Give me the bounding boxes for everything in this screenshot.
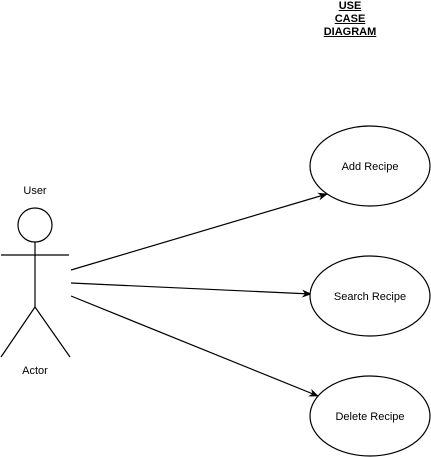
diagram-title: USE CASE DIAGRAM <box>300 0 400 39</box>
actor-figure[interactable]: User Actor <box>0 185 71 377</box>
use-case-delete-recipe[interactable]: Delete Recipe <box>309 375 431 457</box>
use-case-ellipse <box>309 125 431 207</box>
actor-head <box>17 207 53 243</box>
actor-name-label: User <box>23 185 47 197</box>
use-case-search-recipe[interactable]: Search Recipe <box>309 255 431 337</box>
actor-left-leg <box>0 306 36 358</box>
use-case-label: Add Recipe <box>342 161 399 173</box>
actor-right-leg <box>34 306 71 358</box>
use-case-ellipse <box>309 255 431 337</box>
use-case-label: Delete Recipe <box>335 411 404 423</box>
title-line-2: CASE <box>334 13 366 25</box>
association-arrow-delete[interactable] <box>70 295 319 397</box>
actor-type-label: Actor <box>22 365 48 377</box>
use-case-add-recipe[interactable]: Add Recipe <box>309 125 431 207</box>
title-line-1: USE <box>338 0 362 12</box>
association-arrow-search[interactable] <box>70 282 312 298</box>
use-case-ellipse <box>309 375 431 457</box>
use-case-label: Search Recipe <box>334 291 406 303</box>
title-line-3: DIAGRAM <box>323 26 377 38</box>
association-arrow-add[interactable] <box>70 192 328 271</box>
